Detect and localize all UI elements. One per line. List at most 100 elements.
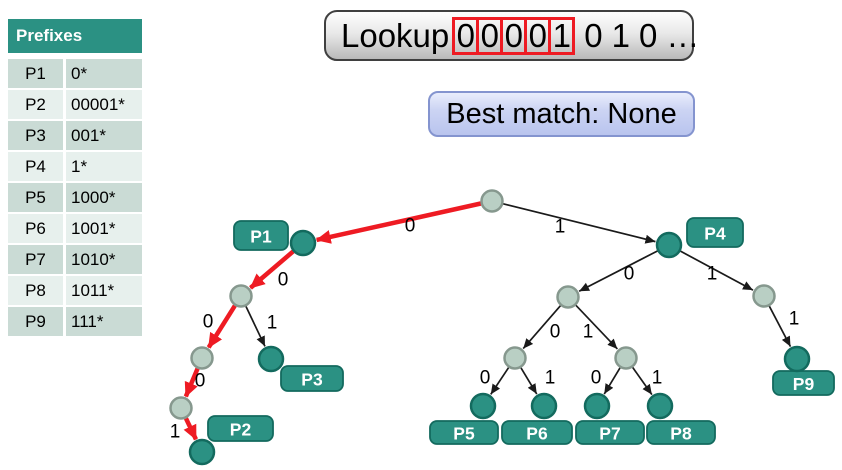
prefix-value: 00001*: [66, 90, 142, 119]
prefix-tag-label-p6: P6: [526, 424, 548, 444]
trie-node-n0000: [169, 396, 193, 420]
lookup-bit-plain-0: 0: [584, 17, 603, 54]
prefix-tag-box-p3: [280, 365, 344, 392]
prefix-tag-box-p4: [686, 217, 744, 248]
trie-node-n1-p4: [655, 231, 683, 259]
prefix-tag-label-p2: P2: [230, 420, 252, 440]
trie-node-n001-p3: [257, 345, 285, 373]
lookup-path-edge-n00-n000: [206, 304, 237, 349]
edge-bit-label-n00-n000: 0: [203, 312, 214, 333]
prefix-tag-box-p1: [233, 220, 289, 251]
trie-node-n1010-p7: [583, 392, 611, 420]
trie-edge-n1-n10: [578, 250, 658, 293]
trie-edge-root-n1: [502, 202, 656, 244]
prefix-id: P2: [8, 90, 63, 119]
lookup-bit-boxed-4: 1: [548, 16, 576, 55]
trie-node-n10: [556, 285, 580, 309]
trie-node-n111-p9: [783, 345, 811, 373]
prefix-id: P9: [8, 307, 63, 336]
lookup-path-edge-root-n0: [315, 201, 482, 244]
prefix-id: P1: [8, 59, 63, 88]
prefix-value: 111*: [66, 307, 142, 336]
trie-edges: [183, 201, 792, 441]
trie-node-n00: [229, 284, 253, 308]
edge-bit-label-n0-n00: 0: [278, 270, 289, 291]
lookup-path-edge-n0-n00: [249, 249, 295, 290]
edge-bit-label-n10-n101: 1: [583, 322, 594, 343]
prefix-id: P4: [8, 152, 63, 181]
edge-bit-label-n10-n100: 0: [550, 322, 561, 343]
edge-bit-label-n00-n001: 1: [267, 313, 278, 334]
trie-edge-n10-n100: [522, 305, 562, 350]
trie-node-n000: [190, 346, 214, 370]
edge-bit-label-n1-n10: 0: [624, 264, 635, 285]
prefix-value: 0*: [66, 59, 142, 88]
prefix-value: 1011*: [66, 276, 142, 305]
trie-node-n1001-p6: [530, 392, 558, 420]
edge-bit-label-n0000-n00001: 1: [170, 422, 181, 443]
prefix-tag-label-p9: P9: [793, 374, 815, 394]
lookup-bits-ellipsis: …: [666, 17, 700, 54]
trie-edge-n100-n1000: [490, 367, 510, 395]
edge-bit-label-n100-n1000: 0: [480, 368, 491, 389]
edge-bit-label-n101-n1011: 1: [652, 368, 663, 389]
prefix-tag-label-p8: P8: [670, 424, 692, 444]
edge-bit-label-root-n1: 1: [555, 217, 566, 238]
trie-edge-n11-n111: [768, 305, 792, 347]
prefix-tag-box-p6: [501, 420, 573, 445]
edge-bit-label-n000-n0000: 0: [195, 371, 206, 392]
prefix-tag-label-p5: P5: [453, 424, 475, 444]
prefix-tag-label-p3: P3: [301, 370, 323, 390]
trie-nodes: [169, 189, 811, 466]
prefix-table-header: Prefixes: [8, 19, 142, 53]
edge-bit-label-n1-n11: 1: [707, 264, 718, 285]
prefix-id: P3: [8, 121, 63, 150]
prefix-tag-label-p1: P1: [250, 227, 272, 247]
prefix-tag-box-p2: [207, 415, 274, 442]
edge-bit-label-n11-n111: 1: [789, 309, 800, 330]
edge-bit-label-n101-n1010: 0: [591, 368, 602, 389]
best-match-box: Best match: None: [428, 91, 695, 137]
prefix-value: 001*: [66, 121, 142, 150]
lookup-path-edge-n0000-n00001: [183, 417, 199, 441]
trie-edge-n100-n1001: [520, 367, 538, 395]
prefix-value: 1*: [66, 152, 142, 181]
prefix-tag-box-p8: [646, 420, 716, 445]
lookup-label: Lookup: [341, 16, 450, 54]
trie-node-root: [480, 189, 504, 213]
prefix-value: 1000*: [66, 183, 142, 212]
prefix-tag-box-p9: [772, 370, 835, 396]
prefix-tag-label-p4: P4: [704, 224, 726, 244]
prefix-id: P7: [8, 245, 63, 274]
trie-node-n1011-p8: [646, 392, 674, 420]
trie-node-n1000-p5: [469, 392, 497, 420]
prefix-id: P5: [8, 183, 63, 212]
edge-bit-label-root-n0: 0: [405, 216, 416, 237]
prefix-tag-label-p7: P7: [599, 424, 620, 444]
trie-edge-n00-n001: [245, 306, 266, 347]
lookup-path-edge-n000-n0000: [183, 367, 200, 398]
trie-edge-n101-n1011: [631, 366, 653, 396]
prefix-tag-box-p7: [575, 420, 645, 445]
trie-node-n101: [614, 346, 638, 370]
trie-edge-n10-n101: [575, 304, 619, 350]
prefix-id: P8: [8, 276, 63, 305]
lookup-bit-plain-2: 0: [638, 17, 658, 54]
lookup-bit-plain-1: 1: [611, 17, 630, 54]
prefix-tag-box-p5: [429, 420, 499, 445]
trie-edge-n1-n11: [680, 250, 754, 291]
